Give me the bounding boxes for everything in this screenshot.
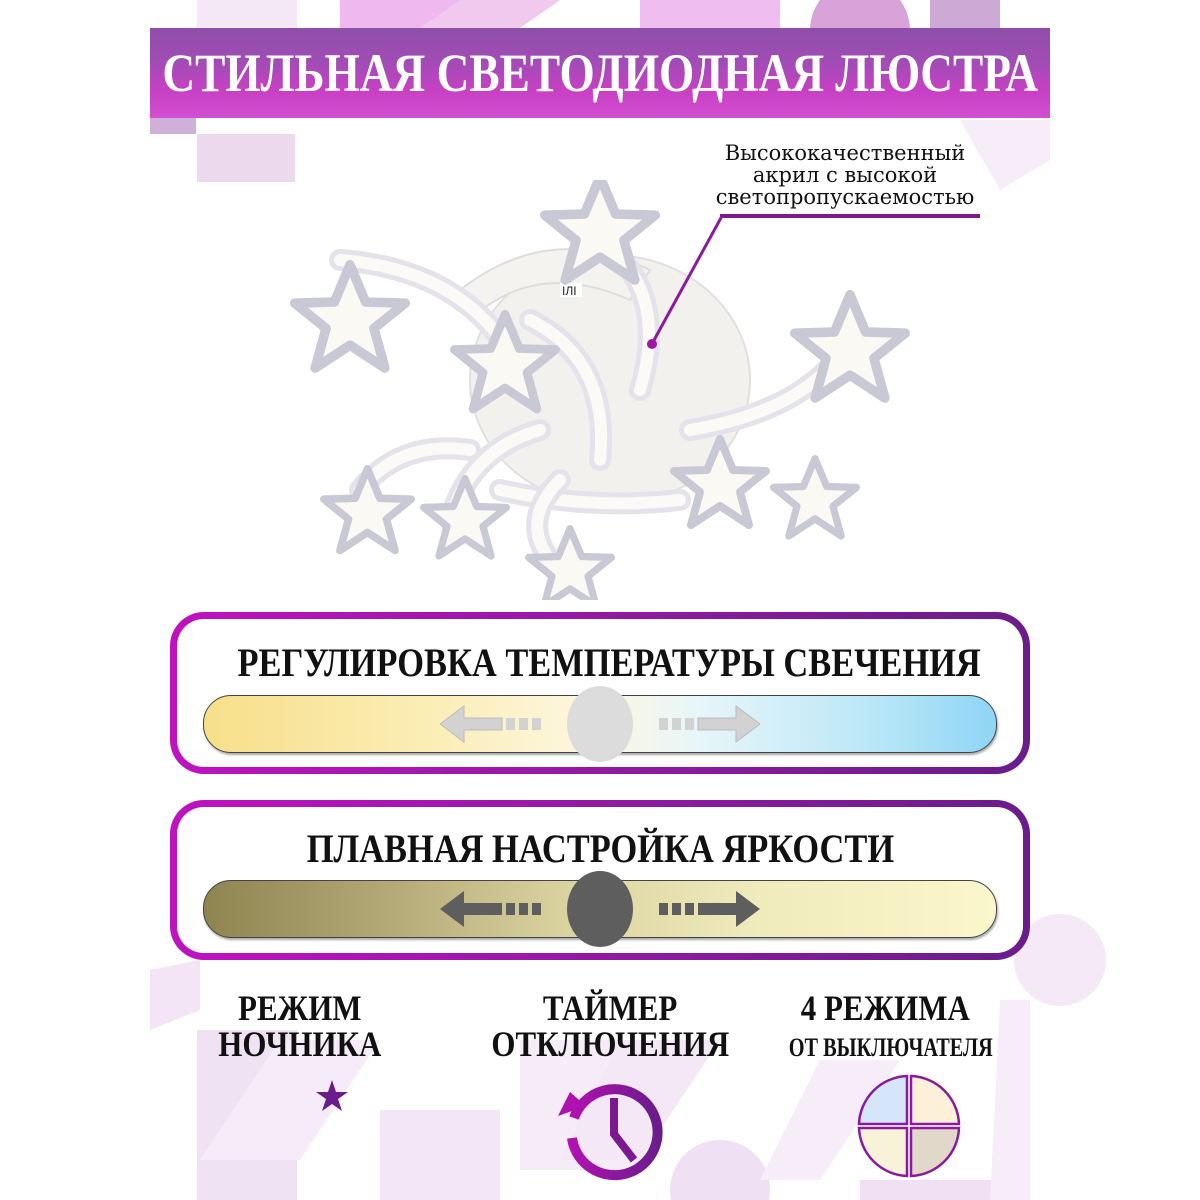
feature-four-modes: 4 РЕЖИМА ОТ ВЫКЛЮЧАТЕЛЯ xyxy=(760,990,1010,1066)
feature-night-mode: РЕЖИМ НОЧНИКА xyxy=(190,990,410,1062)
brightness-knob[interactable] xyxy=(567,871,633,947)
chandelier-image: ІЛІ xyxy=(270,180,960,600)
feature-title-line1: 4 РЕЖИМА xyxy=(800,988,970,1028)
color-temperature-title: РЕГУЛИРОВКА ТЕМПЕРАТУРЫ СВЕЧЕНИЯ xyxy=(237,640,981,685)
callout-line-2: акрил с высокой xyxy=(752,163,938,187)
title-banner: СТИЛЬНАЯ СВЕТОДИОДНАЯ ЛЮСТРА xyxy=(150,28,1050,118)
arrow-left-icon xyxy=(440,891,541,927)
feature-title-line2: ОТ ВЫКЛЮЧАТЕЛЯ xyxy=(788,1033,993,1062)
brightness-slider[interactable] xyxy=(203,871,997,947)
feature-off-timer: ТАЙМЕР ОТКЛЮЧЕНИЯ xyxy=(460,990,760,1062)
arrow-right-icon xyxy=(659,705,760,743)
callout-line-3: светопропускаемостью xyxy=(715,185,975,209)
feature-title-line1: ТАЙМЕР xyxy=(542,988,678,1028)
feature-title-line2: НОЧНИКА xyxy=(218,1024,382,1064)
four-modes-icon xyxy=(857,1074,961,1178)
callout-line-1: Высококачественный xyxy=(724,141,966,165)
arrow-right-icon xyxy=(659,891,760,927)
moon-star-icon xyxy=(268,1080,350,1171)
acrylic-callout: Высококачественный акрил с высокой свето… xyxy=(700,142,990,208)
arrow-left-icon xyxy=(440,705,541,743)
color-temperature-slider[interactable] xyxy=(203,686,997,762)
brightness-title: ПЛАВНАЯ НАСТРОЙКА ЯРКОСТИ xyxy=(306,826,894,871)
color-temperature-knob[interactable] xyxy=(567,686,633,762)
brightness-panel: ПЛАВНАЯ НАСТРОЙКА ЯРКОСТИ xyxy=(170,800,1030,960)
page-title: СТИЛЬНАЯ СВЕТОДИОДНАЯ ЛЮСТРА xyxy=(162,43,1038,103)
timer-history-icon xyxy=(558,1084,663,1181)
feature-title-line1: РЕЖИМ xyxy=(238,988,362,1028)
color-temperature-panel: РЕГУЛИРОВКА ТЕМПЕРАТУРЫ СВЕЧЕНИЯ xyxy=(170,612,1030,774)
svg-text:ІЛІ: ІЛІ xyxy=(562,284,577,298)
feature-title-line2: ОТКЛЮЧЕНИЯ xyxy=(491,1024,729,1064)
